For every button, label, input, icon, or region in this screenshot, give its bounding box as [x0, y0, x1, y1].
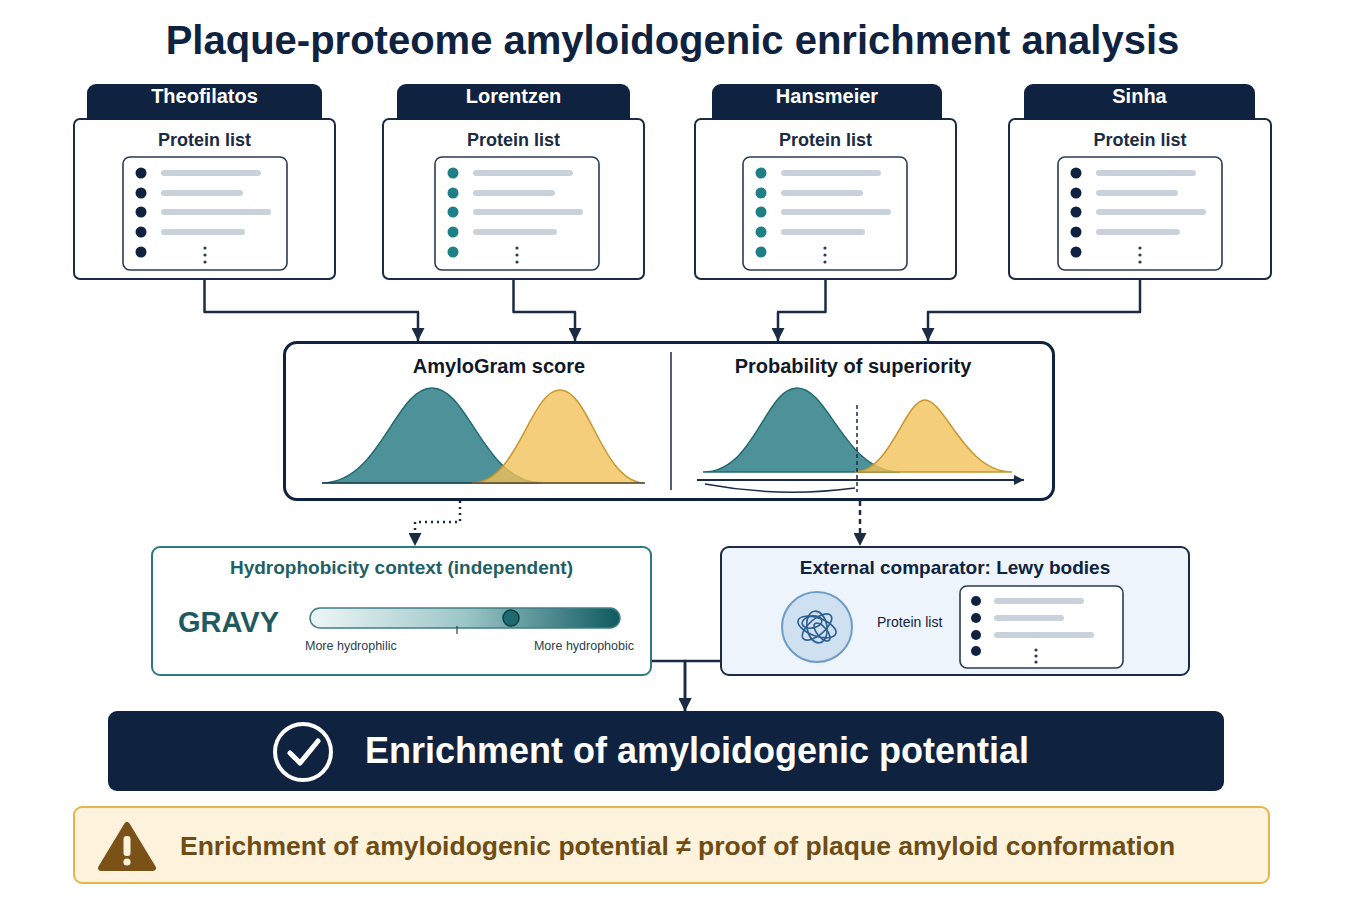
- node-heading: Sinha: [1024, 84, 1255, 108]
- node-text: GRAVY: [178, 605, 298, 640]
- node-heading: AmyloGram score: [306, 354, 692, 378]
- flow-connector: [928, 280, 1140, 341]
- source-box: HansmeierProtein list: [694, 118, 957, 280]
- node-text: Protein list: [75, 130, 334, 152]
- score-distribution: [703, 388, 900, 472]
- gravy-scale: [310, 608, 620, 628]
- source-box: TheofilatosProtein list: [73, 118, 336, 280]
- axis-arrow: [697, 479, 1024, 481]
- warning-mark: [123, 858, 130, 865]
- protein-list-bullets: [971, 596, 1094, 664]
- score-distribution: [472, 390, 645, 483]
- warning-icon: [101, 825, 153, 868]
- node-text: More hydrophilic: [305, 639, 465, 654]
- panel-divider: [670, 352, 672, 490]
- flow-connector: [685, 661, 720, 711]
- scale-marker: [503, 610, 519, 626]
- header-tab: Sinha: [1024, 84, 1255, 120]
- node-heading: Enrichment of amyloidogenic potential ≠ …: [180, 831, 1260, 863]
- node-heading: External comparator: Lewy bodies: [722, 557, 1188, 580]
- node-heading: Hydrophobicity context (independent): [153, 557, 650, 580]
- lewy-body-fibrils: [795, 609, 839, 644]
- node-heading: Hansmeier: [712, 84, 942, 108]
- scale-tick: [456, 626, 457, 634]
- flow-connector: [205, 280, 419, 341]
- node-text: Protein list: [1010, 130, 1270, 152]
- protein-list-icon: [743, 157, 907, 270]
- lewy-body-icon: [782, 592, 852, 662]
- analysis-box: AmyloGram scoreProbability of superiorit…: [283, 341, 1055, 501]
- baseline: [322, 483, 645, 484]
- score-distribution: [855, 400, 1012, 472]
- caveat-banner: Enrichment of amyloidogenic potential ≠ …: [73, 806, 1270, 884]
- node-heading: Enrichment of amyloidogenic potential: [365, 729, 1165, 772]
- flow-connector: [415, 501, 460, 546]
- protein-list-icon: [1058, 157, 1222, 270]
- check-mark: [290, 741, 318, 763]
- protein-list-icon: [960, 586, 1123, 668]
- protein-list-icon: [123, 157, 287, 270]
- header-tab: Theofilatos: [87, 84, 322, 120]
- source-box: LorentzenProtein list: [382, 118, 645, 280]
- threshold-line: [856, 405, 858, 492]
- comparator-box: External comparator: Lewy bodiesProtein …: [720, 546, 1190, 676]
- node-text: Probability of superiority: [671, 354, 1035, 378]
- node-text: Protein list: [696, 130, 955, 152]
- flow-connector: [778, 280, 826, 341]
- node-text: Protein list: [384, 130, 643, 152]
- comparison-bracket: [705, 484, 855, 492]
- flow-connector: [652, 661, 685, 711]
- header-tab: Lorentzen: [397, 84, 630, 120]
- node-text: More hydrophobic: [483, 639, 634, 654]
- conclusion-banner: Enrichment of amyloidogenic potential: [108, 711, 1224, 791]
- protein-list-icon: [435, 157, 599, 270]
- check-icon: [275, 724, 331, 780]
- score-distribution: [322, 388, 542, 483]
- diagram-title: Plaque-proteome amyloidogenic enrichment…: [0, 18, 1345, 63]
- node-heading: Lorentzen: [397, 84, 630, 108]
- node-text: Protein list: [877, 614, 967, 631]
- flow-connector: [514, 280, 576, 341]
- source-box: SinhaProtein list: [1008, 118, 1272, 280]
- header-tab: Hansmeier: [712, 84, 942, 120]
- context-box: Hydrophobicity context (independent) GRAV…: [151, 546, 652, 676]
- flow-connector: [859, 501, 862, 546]
- node-heading: Theofilatos: [87, 84, 322, 108]
- warning-mark: [124, 836, 131, 856]
